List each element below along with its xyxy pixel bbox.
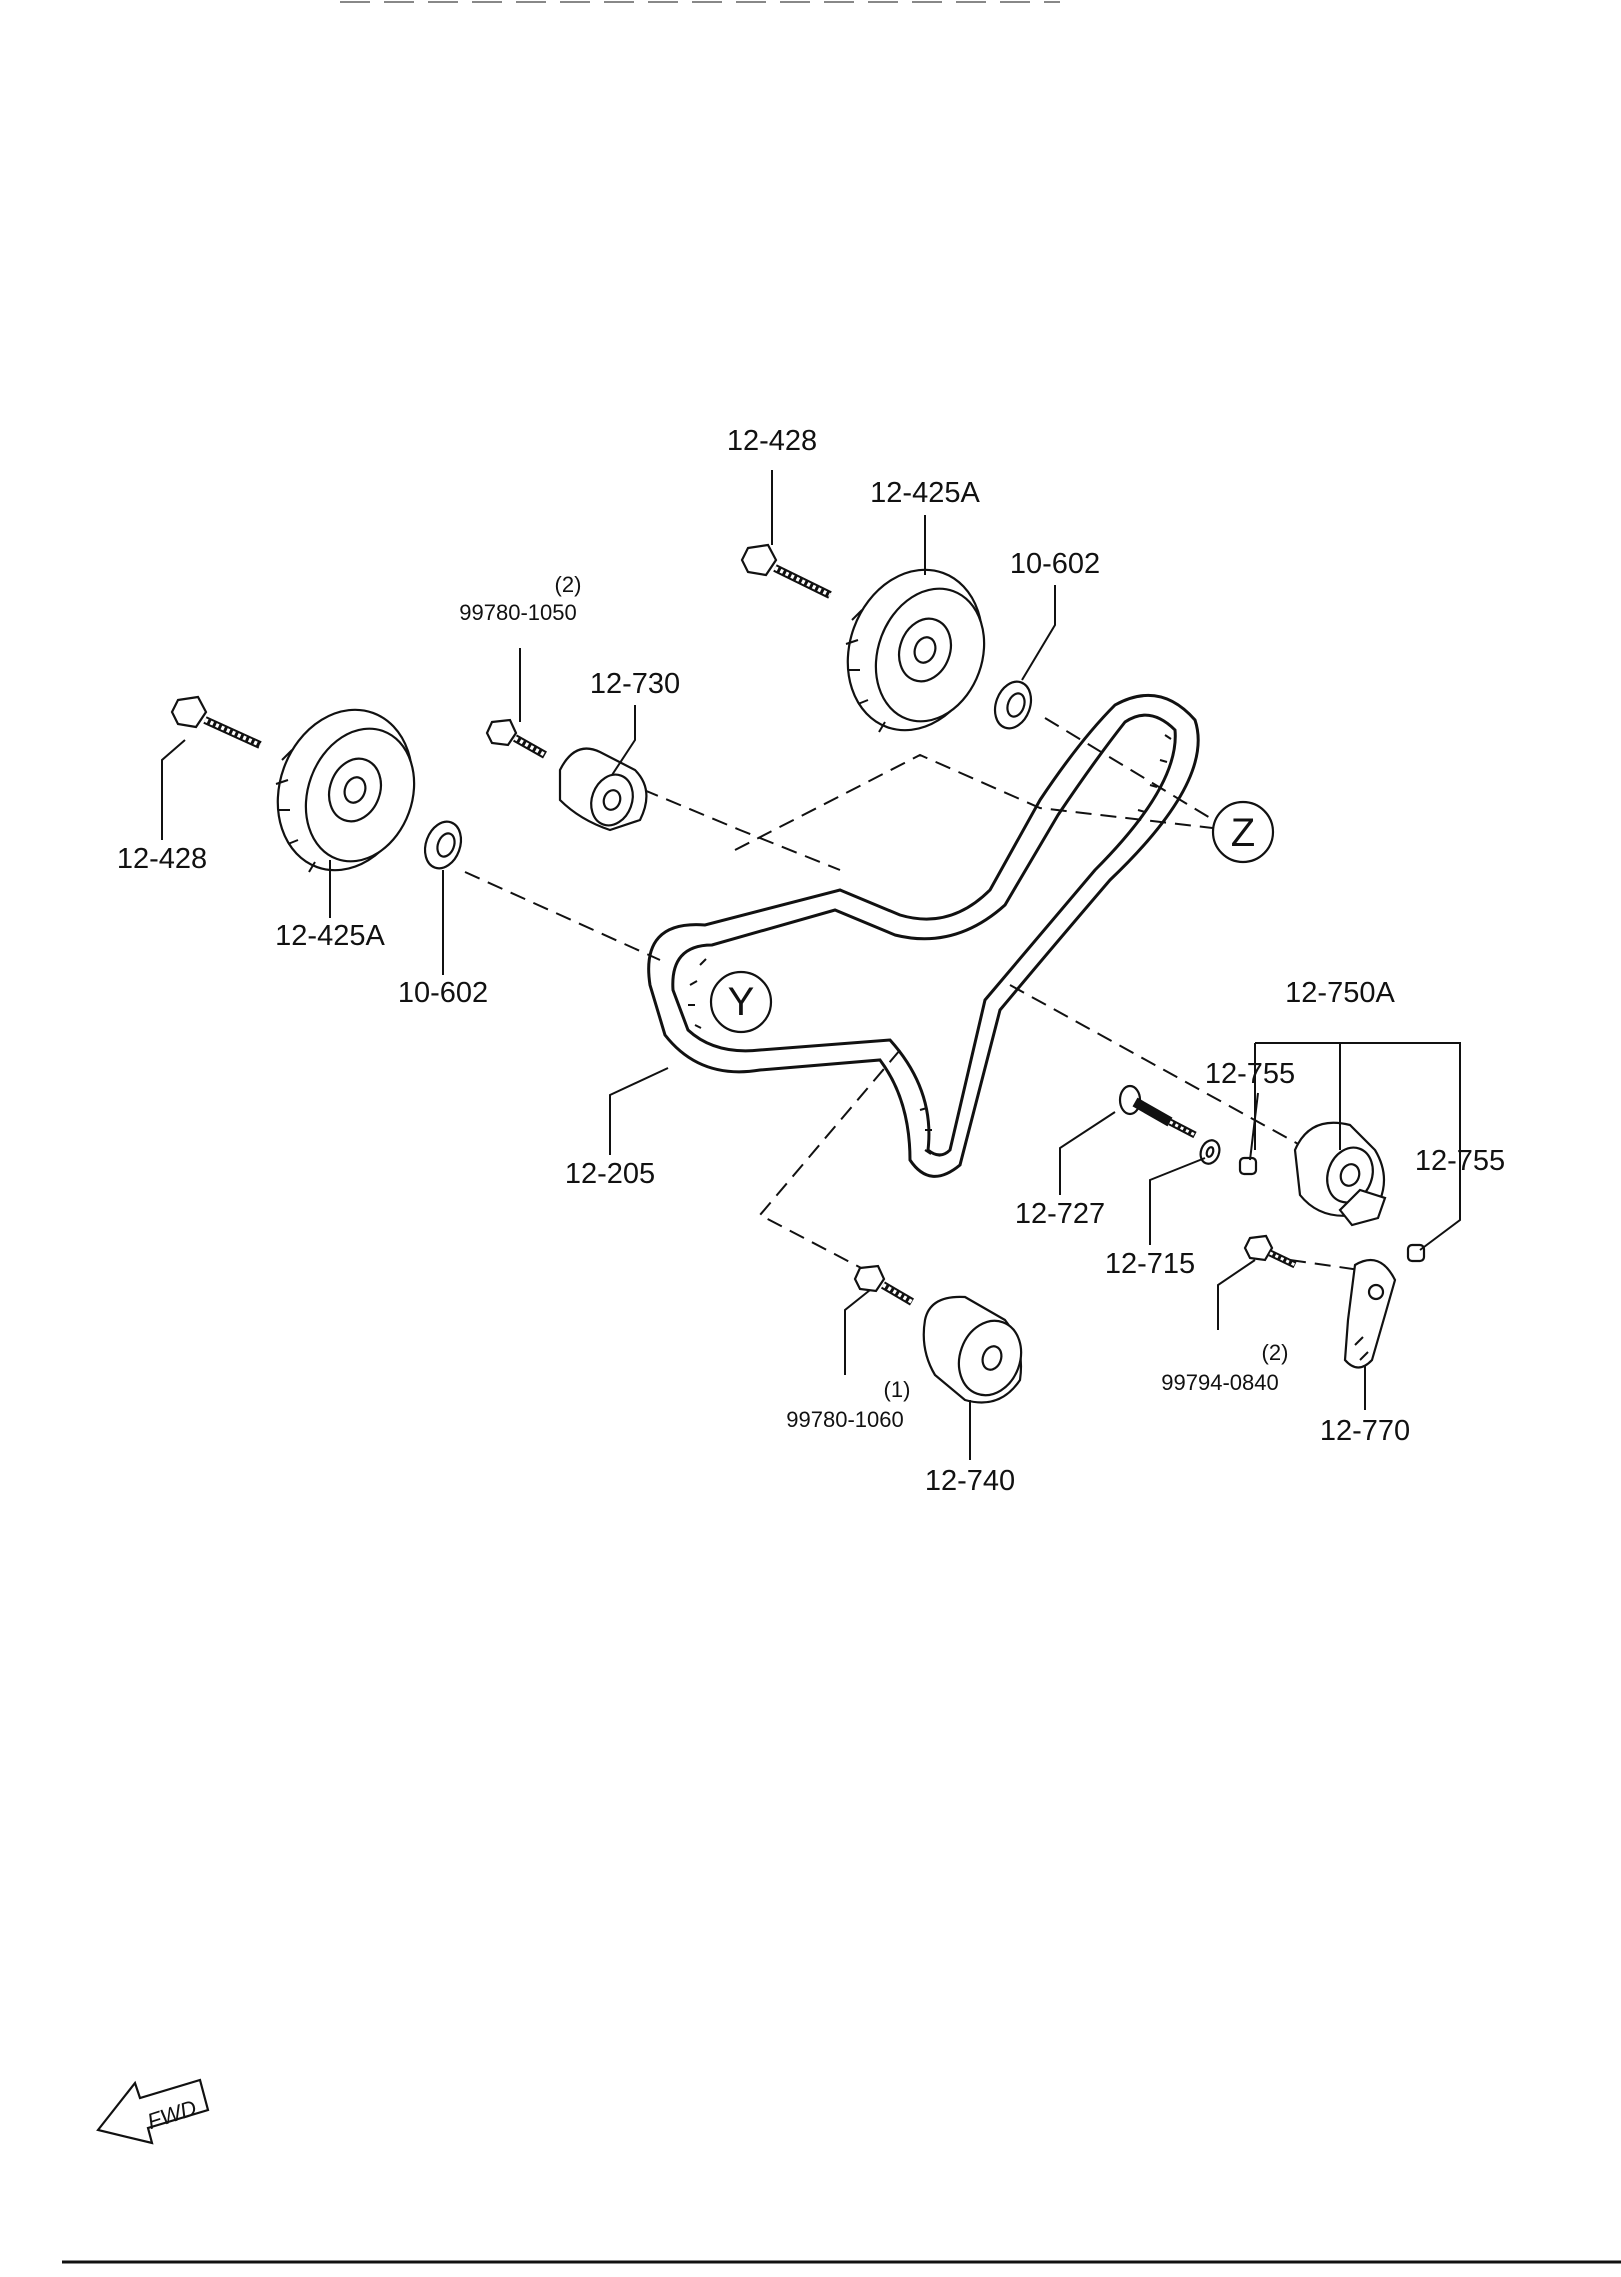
- tensioner-bolt: [1118, 1084, 1197, 1139]
- timing-belt: [647, 693, 1200, 1178]
- alignment-lines: [464, 717, 1361, 1271]
- label-tensioner-pin-upper: 12-755: [1205, 1058, 1295, 1090]
- oil-seal-right: [993, 680, 1033, 730]
- part-labels: 12-428 12-425A 10-602 (2) 99780-1050 12-…: [117, 425, 1505, 1497]
- ref-y-label: Y: [728, 980, 755, 1024]
- label-bolt-idler-upper: 99780-1050: [459, 600, 576, 625]
- label-timing-belt: 12-205: [565, 1158, 655, 1190]
- bolt-idler-upper: [485, 718, 547, 759]
- ref-z: Z: [1211, 800, 1275, 864]
- cam-pulley-right: [845, 568, 986, 733]
- label-washer: 12-715: [1105, 1248, 1195, 1280]
- idler-upper: [558, 747, 648, 832]
- tensioner-pin-upper: [1238, 1156, 1258, 1176]
- label-tensioner-pin-right: 12-755: [1415, 1145, 1505, 1177]
- idler-lower: [922, 1295, 1023, 1404]
- label-cam-pulley-right: 12-425A: [870, 477, 980, 509]
- label-oil-seal-right: 10-602: [1010, 548, 1100, 580]
- bolt-idler-lower: [853, 1264, 915, 1306]
- label-cam-bolt-right: 12-428: [727, 425, 817, 457]
- label-tensioner-bracket: 12-770: [1320, 1415, 1410, 1447]
- label-cam-pulley-left: 12-425A: [275, 920, 385, 952]
- label-tensioner-bolt: 12-727: [1015, 1198, 1105, 1230]
- tensioner-bracket: [1343, 1258, 1397, 1369]
- cam-bolt-left: [170, 695, 262, 749]
- tensioner: [1293, 1121, 1387, 1227]
- ref-y: Y: [709, 970, 773, 1034]
- label-idler-lower: 12-740: [925, 1465, 1015, 1497]
- label-idler-upper: 12-730: [590, 668, 680, 700]
- label-tensioner: 12-750A: [1285, 977, 1395, 1009]
- label-bracket-bolt-qty: (2): [1262, 1340, 1289, 1365]
- cam-pulley-left: [275, 708, 416, 873]
- leader-lines: [161, 470, 1461, 1460]
- label-idler-lower-bolt: 99780-1060: [786, 1407, 903, 1432]
- ref-z-label: Z: [1231, 811, 1255, 855]
- label-cam-bolt-left: 12-428: [117, 843, 207, 875]
- tensioner-pin-right: [1406, 1243, 1426, 1263]
- bracket-bolt: [1243, 1234, 1297, 1269]
- cam-bolt-right: [740, 543, 832, 599]
- label-idler-lower-bolt-qty: (1): [884, 1377, 911, 1402]
- oil-seal-left: [423, 820, 463, 870]
- label-bolt-idler-upper-qty: (2): [555, 572, 582, 597]
- label-oil-seal-left: 10-602: [398, 977, 488, 1009]
- fwd-direction-arrow-icon: FWD: [96, 2078, 210, 2145]
- label-bracket-bolt: 99794-0840: [1161, 1370, 1278, 1395]
- washer: [1199, 1139, 1221, 1165]
